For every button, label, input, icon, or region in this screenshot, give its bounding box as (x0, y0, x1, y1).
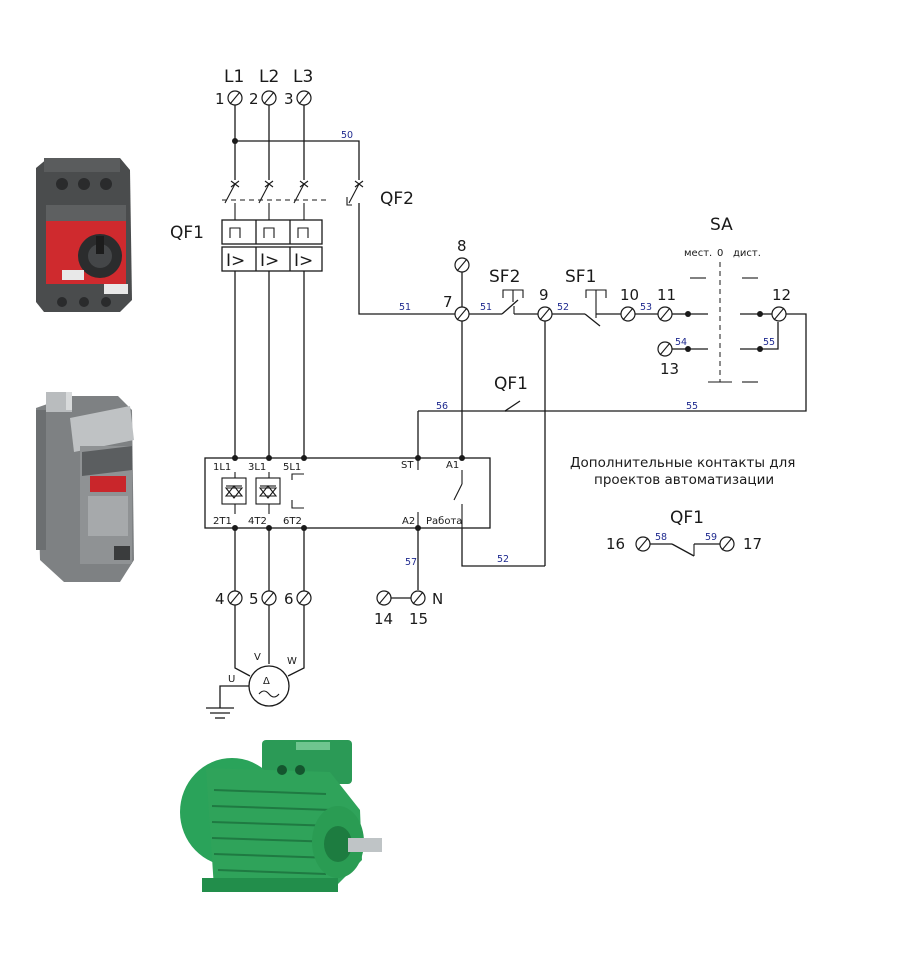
ss-in-1l1: 1L1 (213, 462, 231, 473)
terminal-label-1: 1 (215, 90, 225, 108)
terminal-label-2: 2 (249, 90, 259, 108)
wire-number-54: 54 (675, 337, 687, 348)
wire-number-55b: 55 (686, 401, 698, 412)
wire-number-51b: 51 (480, 302, 492, 313)
qf1-main-contacts (221, 180, 330, 272)
terminal-label-14: 14 (374, 610, 393, 628)
motor-u-label: U (228, 674, 235, 685)
qf1-aux-label: QF1 (670, 508, 704, 528)
terminal-9 (537, 306, 553, 322)
phase-label-l2: L2 (259, 67, 279, 87)
terminal-label-10: 10 (620, 286, 639, 304)
wire-number-56: 56 (436, 401, 448, 412)
qf2-label: QF2 (380, 189, 414, 209)
neutral-label: N (432, 590, 443, 608)
sa-pos-remote: дист. (733, 248, 761, 259)
terminal-14 (376, 590, 392, 606)
terminal-13 (657, 341, 673, 357)
sf2-button (469, 289, 538, 315)
phase-wires-mid (234, 271, 305, 458)
terminal-10 (620, 306, 636, 322)
motor-starter-photo (36, 158, 132, 312)
ss-out-4t2: 4T2 (248, 516, 267, 527)
soft-starter-block (204, 455, 491, 531)
wire-number-52b: 52 (497, 554, 509, 565)
terminal-label-11: 11 (657, 286, 676, 304)
terminal-17 (719, 536, 735, 552)
ss-a2: A2 (402, 516, 415, 527)
terminal-4 (227, 590, 243, 606)
sa-pos-zero: 0 (717, 248, 723, 259)
terminal-label-6: 6 (284, 590, 294, 608)
phase-wires-top (232, 105, 360, 180)
sf1-label: SF1 (565, 267, 596, 287)
motor-feed-wires (234, 528, 305, 591)
qf1-trip-2: I> (260, 251, 279, 271)
sa-switch (685, 262, 779, 383)
terminal-label-7: 7 (443, 293, 453, 311)
terminal-3 (296, 90, 312, 106)
phase-label-l3: L3 (293, 67, 313, 87)
terminal-label-4: 4 (215, 590, 225, 608)
terminal-label-16: 16 (606, 535, 625, 553)
qf2-contact (346, 180, 456, 315)
aux-note-line1: Дополнительные контакты для (570, 455, 795, 471)
motor-v-label: V (254, 652, 261, 663)
qf1-control-contact (415, 400, 521, 461)
motor-photo (180, 740, 382, 892)
terminal-label-15: 15 (409, 610, 428, 628)
sf2-label: SF2 (489, 267, 520, 287)
terminal-2 (261, 90, 277, 106)
qf1-aux-contact (650, 543, 720, 557)
terminal-label-8: 8 (457, 237, 467, 255)
wire-number-53: 53 (640, 302, 652, 313)
qf1-label: QF1 (170, 223, 204, 243)
wire-number-52a: 52 (557, 302, 569, 313)
terminal-label-17: 17 (743, 535, 762, 553)
wire-number-59: 59 (705, 532, 717, 543)
terminal-label-9: 9 (539, 286, 549, 304)
sf1-button (552, 289, 621, 327)
terminal-11 (657, 306, 673, 322)
wire-number-51a: 51 (399, 302, 411, 313)
qf1-trip-3: I> (294, 251, 313, 271)
terminal-5 (261, 590, 277, 606)
ss-out-6t2: 6T2 (283, 516, 302, 527)
wire-number-58: 58 (655, 532, 667, 543)
terminal-8 (454, 257, 470, 273)
terminal-6 (296, 590, 312, 606)
terminal-16 (635, 536, 651, 552)
motor-delta: Δ (263, 676, 270, 687)
terminal-label-12: 12 (772, 286, 791, 304)
wire-number-55a: 55 (763, 337, 775, 348)
terminal-12 (771, 306, 787, 322)
wire-number-50: 50 (341, 130, 353, 141)
terminal-15 (410, 590, 426, 606)
wire-number-57: 57 (405, 557, 417, 568)
terminal-label-3: 3 (284, 90, 294, 108)
ss-st: ST (401, 460, 414, 471)
soft-starter-photo (36, 392, 134, 582)
phase-label-l1: L1 (224, 67, 244, 87)
sa-label: SA (710, 215, 733, 235)
terminal-label-5: 5 (249, 590, 259, 608)
sa-pos-local: мест. (684, 248, 712, 259)
qf1-trip-1: I> (226, 251, 245, 271)
qf1-contact-label: QF1 (494, 374, 528, 394)
ss-a1: A1 (446, 460, 459, 471)
ss-in-3l1: 3L1 (248, 462, 266, 473)
aux-note-line2: проектов автоматизации (594, 472, 774, 488)
ss-in-5l1: 5L1 (283, 462, 301, 473)
motor-w-label: W (287, 656, 297, 667)
motor-symbol (206, 605, 305, 719)
terminal-label-13: 13 (660, 360, 679, 378)
ss-out-2t1: 2T1 (213, 516, 232, 527)
ss-run: Работа (426, 516, 462, 527)
terminal-1 (227, 90, 243, 106)
terminal-7 (454, 306, 470, 322)
